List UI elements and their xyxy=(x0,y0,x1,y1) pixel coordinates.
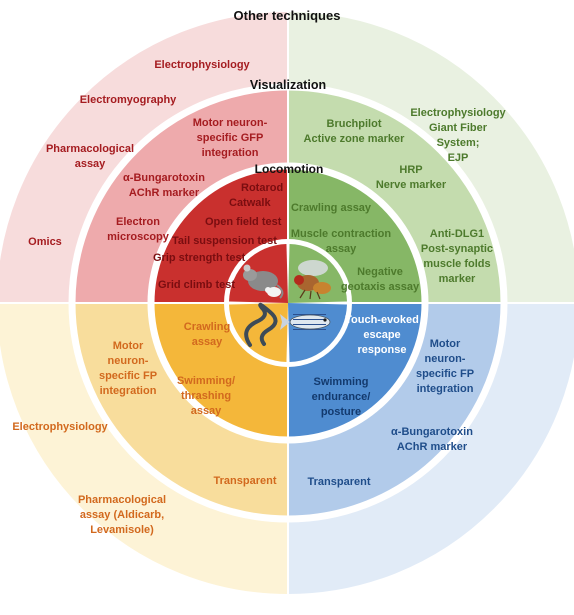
label-layer: Other techniquesVisualizationLocomotionR… xyxy=(12,8,506,536)
ring-title-visualization: Visualization xyxy=(250,78,326,92)
center-icons xyxy=(224,239,352,367)
mouse-other-label: Electrophysiology xyxy=(154,59,250,71)
ring-title-locomotion: Locomotion xyxy=(255,162,324,176)
mouse-locomotion-label: Catwalk xyxy=(229,197,271,209)
fly-outer-sector xyxy=(288,11,574,303)
worm-visualization-label: Transparent xyxy=(214,475,277,487)
worm-outer-sector xyxy=(0,303,288,595)
fish-middle-sector xyxy=(288,303,504,519)
mouse-other-label: Omics xyxy=(28,236,62,248)
ring-layer xyxy=(0,10,574,596)
fly-locomotion-label: Crawling assay xyxy=(291,202,372,214)
mouse-outer-sector xyxy=(0,11,288,303)
fish-icon xyxy=(280,314,331,330)
mouse-locomotion-label: Grid climb test xyxy=(158,279,235,291)
worm-other-label: Electrophysiology xyxy=(12,421,108,433)
center-disc-rim xyxy=(227,242,349,364)
fish-outer-sector xyxy=(288,303,574,595)
fly-middle-sector xyxy=(288,87,504,303)
mouse-locomotion-label: Open field test xyxy=(205,216,282,228)
mouse-middle-sector xyxy=(72,87,288,303)
worm-icon xyxy=(244,302,278,347)
mouse-icon xyxy=(243,264,284,299)
ring-title-other: Other techniques xyxy=(234,8,341,23)
mouse-locomotion-label: Grip strength test xyxy=(153,252,246,264)
fish-visualization-label: Transparent xyxy=(308,476,371,488)
mouse-locomotion-label: Rotarod xyxy=(241,182,283,194)
fly-icon xyxy=(294,260,331,300)
mouse-other-label: Electromyography xyxy=(80,94,177,106)
mouse-locomotion-label: Tail suspension test xyxy=(172,235,277,247)
worm-middle-sector xyxy=(72,303,288,519)
